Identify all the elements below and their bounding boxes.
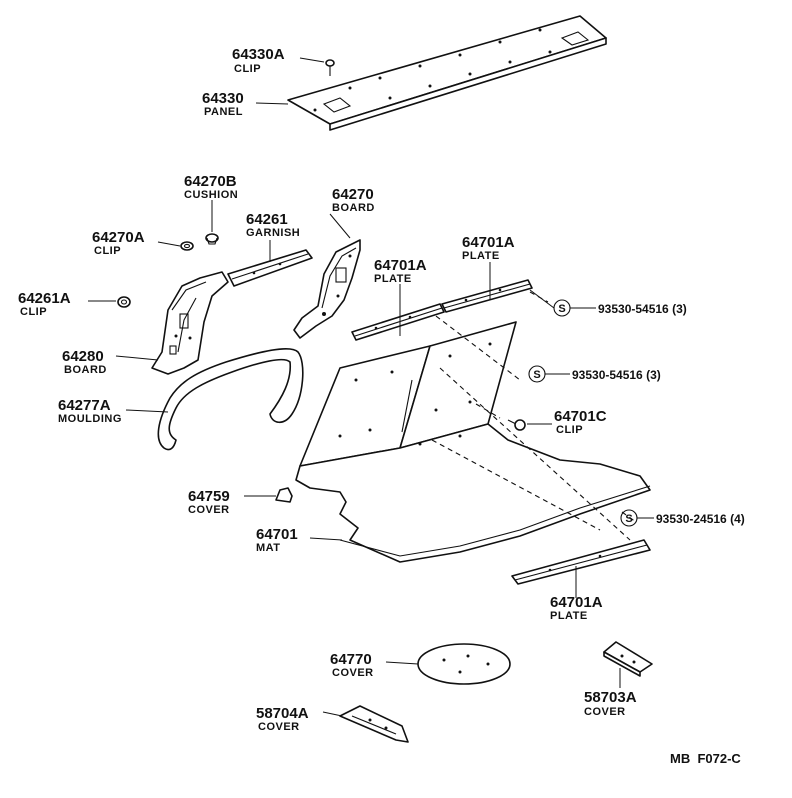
label-64277a-name: MOULDING [58, 413, 122, 425]
cover-64770-part [417, 643, 511, 685]
label-64759: 64759 COVER [188, 488, 230, 516]
mat-64701-part [295, 321, 651, 563]
board-64270-part [293, 239, 361, 339]
label-58704a-name: COVER [258, 721, 300, 733]
screw-3: S 93530-24516 (4) [620, 509, 745, 527]
screw-1-text: 93530-54516 (3) [598, 302, 687, 316]
label-58704a: 58704A COVER [256, 705, 309, 733]
label-64261a-number: 64261A [18, 290, 71, 307]
screw-3-symbol: S [625, 513, 632, 525]
board-64280-part [151, 271, 229, 375]
label-64270a-name: CLIP [94, 245, 121, 257]
label-64280: 64280 BOARD [62, 348, 107, 376]
label-64270: 64270 BOARD [332, 186, 375, 214]
clip-64270a-part [180, 241, 194, 251]
label-64261-number: 64261 [246, 211, 288, 228]
label-58703a-name: COVER [584, 706, 626, 718]
label-64759-number: 64759 [188, 488, 230, 505]
label-64261: 64261 GARNISH [246, 211, 300, 239]
label-58704a-number: 58704A [256, 705, 309, 722]
label-64270-number: 64270 [332, 186, 374, 203]
label-64701a-left-number: 64701A [374, 257, 427, 274]
leader-lines [88, 57, 654, 717]
label-64261a: 64261A CLIP [18, 290, 71, 318]
label-64330-name: PANEL [204, 106, 243, 118]
label-64701a-right-name: PLATE [462, 250, 500, 262]
label-64270a-number: 64270A [92, 229, 145, 246]
screw-3-text: 93530-24516 (4) [656, 512, 745, 526]
label-64701-number: 64701 [256, 526, 298, 543]
label-64280-number: 64280 [62, 348, 104, 365]
screw-2-text: 93530-54516 (3) [572, 368, 661, 382]
label-64280-name: BOARD [64, 364, 107, 376]
figure-code: MB F072-C [670, 751, 741, 766]
label-64270b: 64270B CUSHION [184, 173, 238, 201]
panel-part [287, 15, 607, 131]
label-64270b-name: CUSHION [184, 189, 238, 201]
label-64330a-name: CLIP [234, 63, 261, 75]
label-64770: 64770 COVER [330, 651, 374, 679]
cover-64759-part [275, 487, 293, 503]
label-64330: 64330 PANEL [202, 90, 244, 118]
label-64759-name: COVER [188, 504, 230, 516]
label-64261-name: GARNISH [246, 227, 300, 239]
label-64330-number: 64330 [202, 90, 244, 107]
label-64261a-name: CLIP [20, 306, 47, 318]
clip-64330a-part [325, 59, 335, 76]
label-64701a-right-number: 64701A [462, 234, 515, 251]
clip-64261a-part [117, 296, 131, 308]
label-64330a-number: 64330A [232, 46, 285, 63]
screw-2: S 93530-54516 (3) [528, 365, 661, 383]
cover-58704a-part [339, 705, 409, 743]
label-64701a-right: 64701A PLATE [462, 234, 515, 262]
screw-2-symbol: S [533, 369, 540, 381]
label-64330a: 64330A CLIP [232, 46, 285, 75]
screw-1: S 93530-54516 (3) [553, 299, 687, 317]
label-64701: 64701 MAT [256, 526, 298, 554]
label-64277a: 64277A MOULDING [58, 397, 122, 425]
label-64701a-left-name: PLATE [374, 273, 412, 285]
garnish-64261-part [227, 249, 313, 287]
label-64701a-bottom-name: PLATE [550, 610, 588, 622]
cover-58703a-part [603, 641, 653, 677]
label-64701c: 64701C CLIP [554, 408, 607, 436]
label-64270b-number: 64270B [184, 173, 237, 190]
cushion-64270b-part [205, 233, 219, 245]
label-64701c-number: 64701C [554, 408, 607, 425]
plate-64701a-bottom-part [511, 539, 651, 585]
label-64701c-name: CLIP [556, 424, 583, 436]
label-64701a-bottom: 64701A PLATE [550, 594, 603, 622]
label-64270a: 64270A CLIP [92, 229, 145, 257]
moulding-64277a-part [157, 348, 304, 451]
label-64770-name: COVER [332, 667, 374, 679]
label-64277a-number: 64277A [58, 397, 111, 414]
plate-64701a-right-part [441, 279, 533, 313]
label-64701a-left: 64701A PLATE [374, 257, 427, 285]
screw-1-symbol: S [558, 303, 565, 315]
label-64270-name: BOARD [332, 202, 375, 214]
label-64770-number: 64770 [330, 651, 372, 668]
label-58703a: 58703A COVER [584, 689, 637, 718]
clip-64701c-part [507, 419, 526, 431]
plate-64701a-left-part [351, 303, 445, 341]
label-64701-name: MAT [256, 542, 281, 554]
label-64701a-bottom-number: 64701A [550, 594, 603, 611]
label-58703a-number: 58703A [584, 689, 637, 706]
